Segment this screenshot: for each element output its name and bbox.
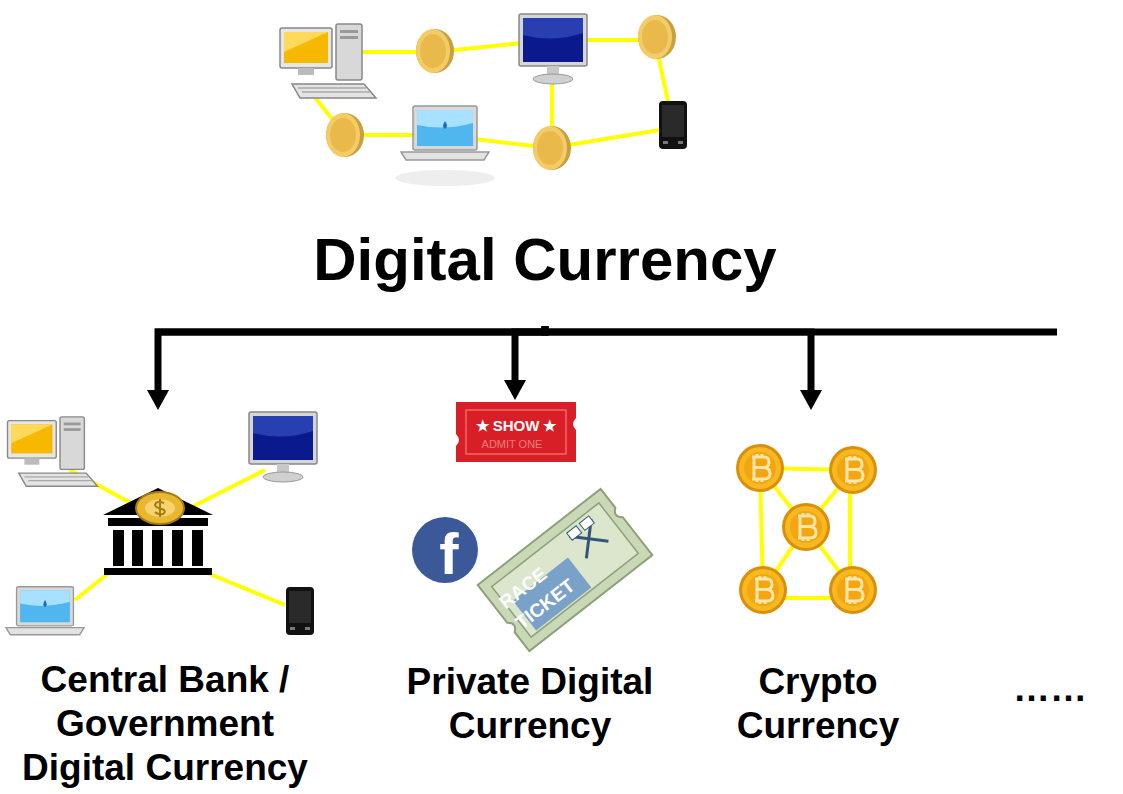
monitor-icon <box>249 412 317 482</box>
coin-icon <box>533 126 571 170</box>
desktop-icon <box>8 417 98 486</box>
category-label: Crypto Currency <box>710 660 926 748</box>
bitcoin-icon <box>739 566 787 614</box>
category-label: Private Digital Currency <box>365 660 695 748</box>
laptop-icon <box>6 587 84 635</box>
monitor-icon <box>519 14 587 84</box>
label: …… <box>1013 670 1087 707</box>
desktop-icon <box>280 24 376 98</box>
bank-icon <box>103 488 213 575</box>
tree-connector <box>147 326 545 410</box>
shadow <box>395 170 495 186</box>
bitcoin-icon <box>829 566 877 614</box>
phone-icon <box>286 587 314 635</box>
tree-connector <box>504 326 545 400</box>
bitcoin-icon <box>829 446 877 494</box>
tree-connector <box>545 326 822 410</box>
root-node: Digital Currency <box>305 225 784 326</box>
label: ADMIT ONE <box>482 439 543 450</box>
category-node: Central Bank / Government Digital Curren… <box>0 410 330 790</box>
laptop-icon <box>401 106 489 160</box>
coin-icon <box>326 113 364 157</box>
bank-links <box>70 470 285 605</box>
race-ticket <box>478 489 653 651</box>
category-node: Crypto Currency <box>710 410 926 748</box>
coin-icon <box>638 15 676 59</box>
bitcoin-icon <box>736 444 784 492</box>
root-label: Digital Currency <box>313 225 776 295</box>
facebook-logo <box>412 517 478 583</box>
phone-icon <box>659 101 687 149</box>
label: f <box>439 525 458 583</box>
bitcoin-icon <box>782 503 830 551</box>
show-ticket <box>456 402 576 462</box>
label: ★ SHOW ★ <box>476 418 557 433</box>
category-label: Central Bank / Government Digital Curren… <box>0 658 330 790</box>
coin-icon <box>416 29 454 73</box>
